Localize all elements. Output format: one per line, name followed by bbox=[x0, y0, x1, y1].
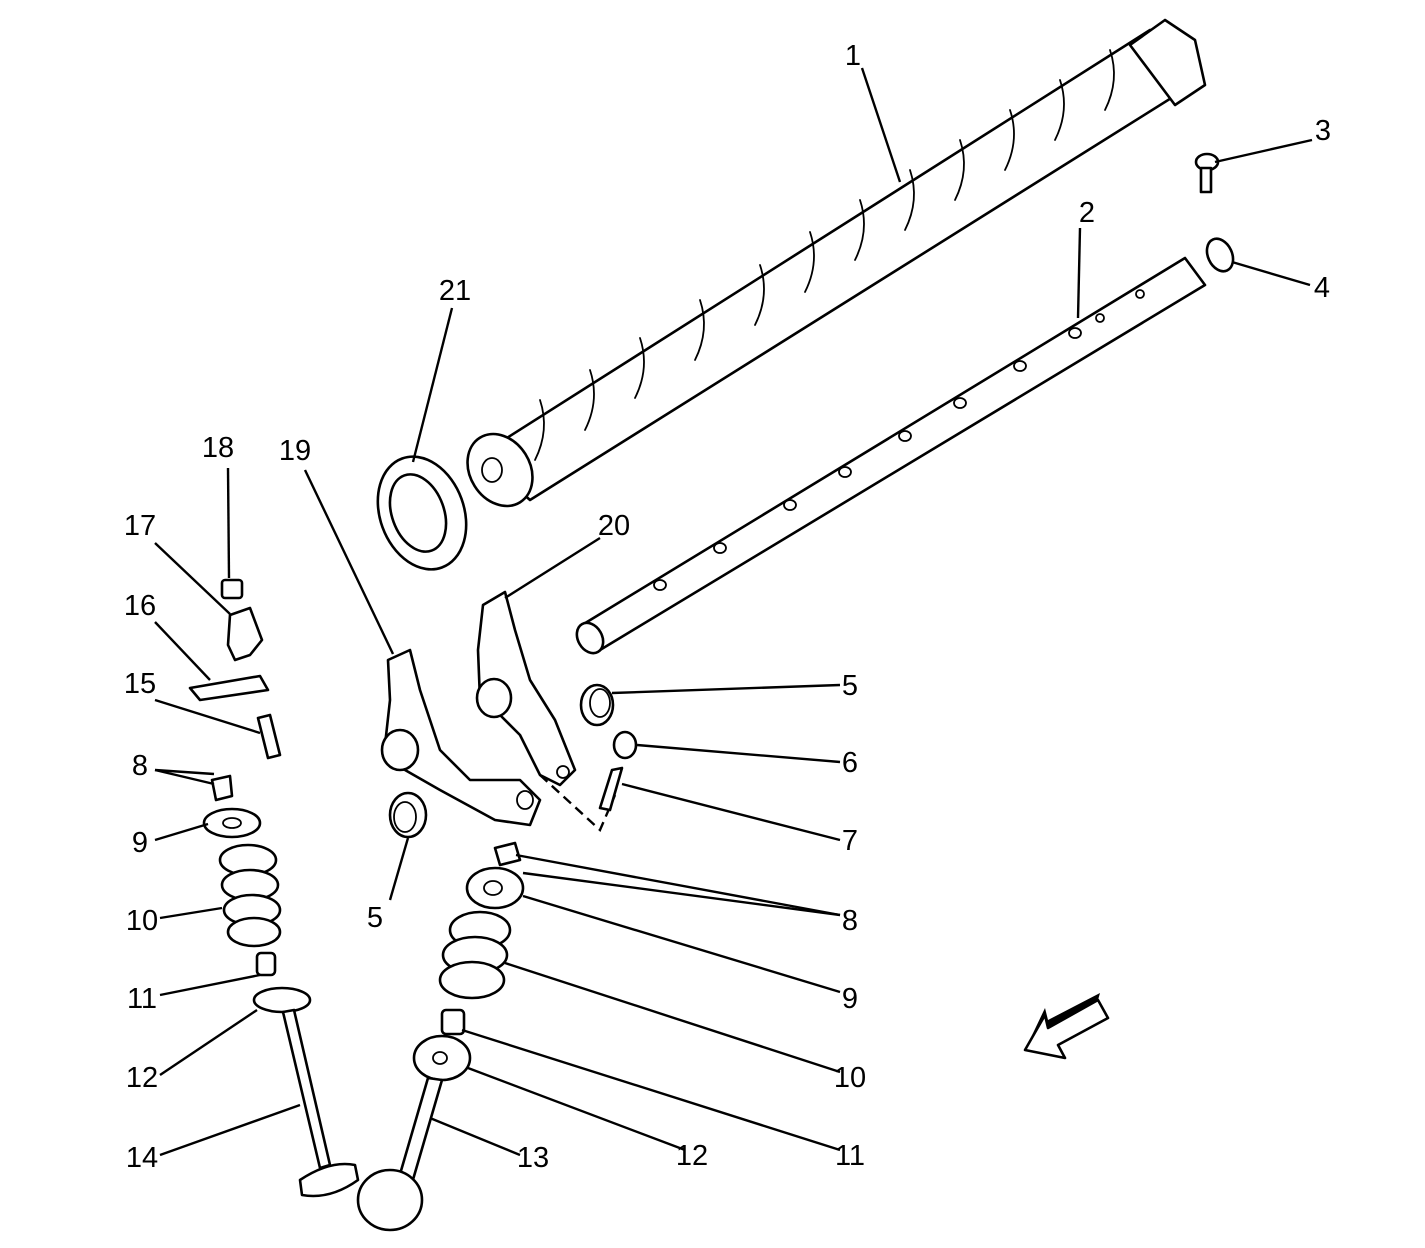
callout-5-left: 5 bbox=[367, 902, 383, 934]
rocker-arm-right bbox=[475, 590, 577, 787]
callout-11-right: 11 bbox=[835, 1140, 865, 1172]
callout-10-left: 10 bbox=[126, 905, 158, 937]
leader-lines bbox=[154, 67, 1313, 1157]
callout-18: 18 bbox=[202, 432, 234, 464]
coil-spring-left bbox=[388, 791, 428, 839]
callout-11-left: 11 bbox=[127, 983, 157, 1015]
callout-2: 2 bbox=[1079, 197, 1095, 229]
arrow-icon bbox=[1023, 993, 1110, 1060]
callout-8-right: 8 bbox=[842, 905, 858, 937]
stem-seal-right bbox=[440, 1008, 466, 1036]
stem-seal-left bbox=[255, 951, 277, 977]
rocker-shaft bbox=[575, 256, 1207, 655]
valve-keeper-right bbox=[493, 841, 522, 867]
bolt bbox=[1194, 152, 1220, 194]
callout-17: 17 bbox=[124, 510, 156, 542]
callout-12-right: 12 bbox=[676, 1140, 708, 1172]
valve-spring-right bbox=[438, 910, 512, 1000]
nut bbox=[612, 730, 638, 760]
callout-19: 19 bbox=[279, 435, 311, 467]
coil-spring-right bbox=[579, 683, 615, 727]
callout-9-right: 9 bbox=[842, 983, 858, 1015]
adjust-screw bbox=[598, 766, 624, 812]
camshaft bbox=[466, 18, 1207, 508]
callout-6: 6 bbox=[842, 747, 858, 779]
callout-12-left: 12 bbox=[126, 1062, 158, 1094]
callout-9-left: 9 bbox=[132, 827, 148, 859]
cap bbox=[220, 578, 244, 600]
callout-8-left: 8 bbox=[132, 750, 148, 782]
pin bbox=[256, 713, 282, 760]
callout-4: 4 bbox=[1314, 272, 1330, 304]
callout-14: 14 bbox=[126, 1142, 158, 1174]
valve-spring-left bbox=[218, 843, 282, 948]
callout-13: 13 bbox=[517, 1142, 549, 1174]
exhaust-valve bbox=[281, 1008, 360, 1198]
spring-retainer-right bbox=[465, 866, 525, 910]
callout-7: 7 bbox=[842, 825, 858, 857]
callout-20: 20 bbox=[598, 510, 630, 542]
callout-21: 21 bbox=[439, 275, 471, 307]
callout-3: 3 bbox=[1315, 115, 1331, 147]
callout-5-right: 5 bbox=[842, 670, 858, 702]
spring-seat-right bbox=[412, 1034, 472, 1082]
intake-valve bbox=[356, 1076, 444, 1232]
valve-keeper-left bbox=[210, 774, 234, 802]
spring-retainer-left bbox=[202, 807, 262, 839]
callout-16: 16 bbox=[124, 590, 156, 622]
spring-seat-left bbox=[252, 986, 312, 1014]
clip bbox=[226, 606, 264, 662]
callout-10-right: 10 bbox=[834, 1062, 866, 1094]
callout-1: 1 bbox=[845, 40, 861, 72]
callout-15: 15 bbox=[124, 668, 156, 700]
o-ring bbox=[1205, 237, 1235, 273]
plate bbox=[188, 674, 270, 702]
rocker-arm-left bbox=[380, 648, 542, 827]
oil-seal bbox=[376, 455, 468, 571]
